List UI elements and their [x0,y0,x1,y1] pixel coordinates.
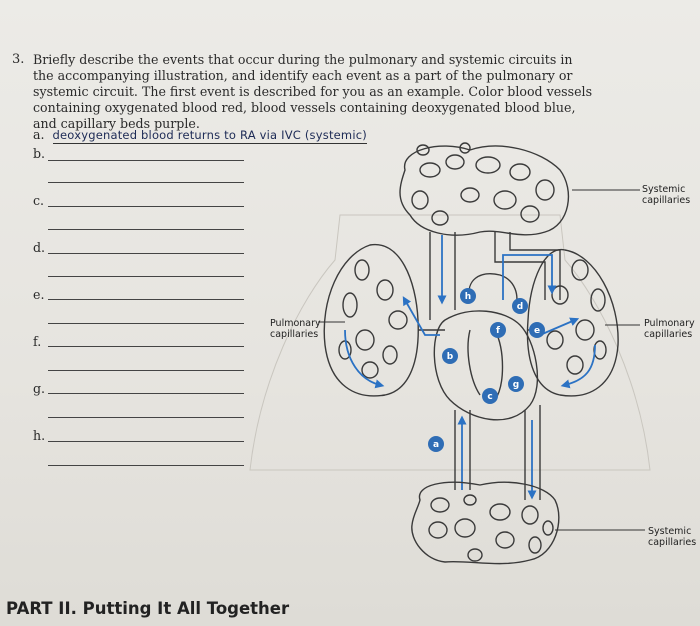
answer-c-line-2[interactable] [48,229,244,230]
answer-d-line-2[interactable] [48,276,244,277]
svg-text:b: b [447,352,454,362]
answer-d-line[interactable] [48,253,244,254]
answer-d-label: d. [33,240,46,255]
answer-b-line[interactable] [48,160,244,161]
leader-lines [318,189,645,531]
label-systemic-capillaries-bottom: Systemic capillaries [648,526,697,548]
answer-c-label: c. [33,193,45,208]
blood-flow-arrows [344,235,596,500]
answer-e-line[interactable] [48,299,244,300]
question-number: 3. [12,52,25,67]
svg-text:h: h [465,292,471,302]
label-pulmonary-capillaries-left: Pulmonary capillaries [270,318,321,340]
marker-b: b [442,348,458,364]
answer-e-line-2[interactable] [48,323,244,324]
answer-f-line-2[interactable] [48,370,244,371]
systemic-capillaries-bottom [411,481,560,565]
answer-a-handwritten[interactable]: deoxygenated blood returns to RA via IVC… [52,128,367,144]
answer-h-line[interactable] [48,441,244,442]
vessels [418,232,561,500]
marker-h: h [460,288,476,304]
label-systemic-capillaries-top: Systemic capillaries [642,184,691,206]
answer-b-line-2[interactable] [48,182,244,183]
right-lung [526,248,619,397]
marker-c: c [482,388,498,404]
marker-g: g [508,376,524,392]
answer-f-line[interactable] [48,346,244,347]
sequence-markers: a b c d e f g h [428,288,545,452]
answer-h-label: h. [33,428,46,443]
marker-e: e [529,322,545,338]
answer-b-label: b. [33,146,46,161]
answer-a-label: a. [33,127,45,142]
marker-d: d [512,298,528,314]
label-pulmonary-capillaries-right: Pulmonary capillaries [644,318,695,340]
svg-text:c: c [487,392,492,402]
body-outline [249,214,651,471]
svg-text:a: a [433,440,439,450]
answer-g-label: g. [33,381,46,396]
answer-h-line-2[interactable] [48,465,244,466]
answer-a: a. deoxygenated blood returns to RA via … [33,127,367,144]
marker-f: f [490,322,506,338]
question-text: Briefly describe the events that occur d… [33,52,593,131]
left-lung [323,244,419,397]
marker-a: a [428,436,444,452]
svg-text:e: e [534,326,540,336]
answer-f-label: f. [33,334,42,349]
svg-text:g: g [513,380,519,390]
svg-text:f: f [496,326,500,336]
svg-text:d: d [517,302,523,312]
part-title: PART II. Putting It All Together [6,599,290,618]
answer-c-line[interactable] [48,206,244,207]
systemic-capillaries-top [399,142,570,236]
answer-e-label: e. [33,287,45,302]
answer-g-line[interactable] [48,393,244,394]
answer-g-line-2[interactable] [48,417,244,418]
